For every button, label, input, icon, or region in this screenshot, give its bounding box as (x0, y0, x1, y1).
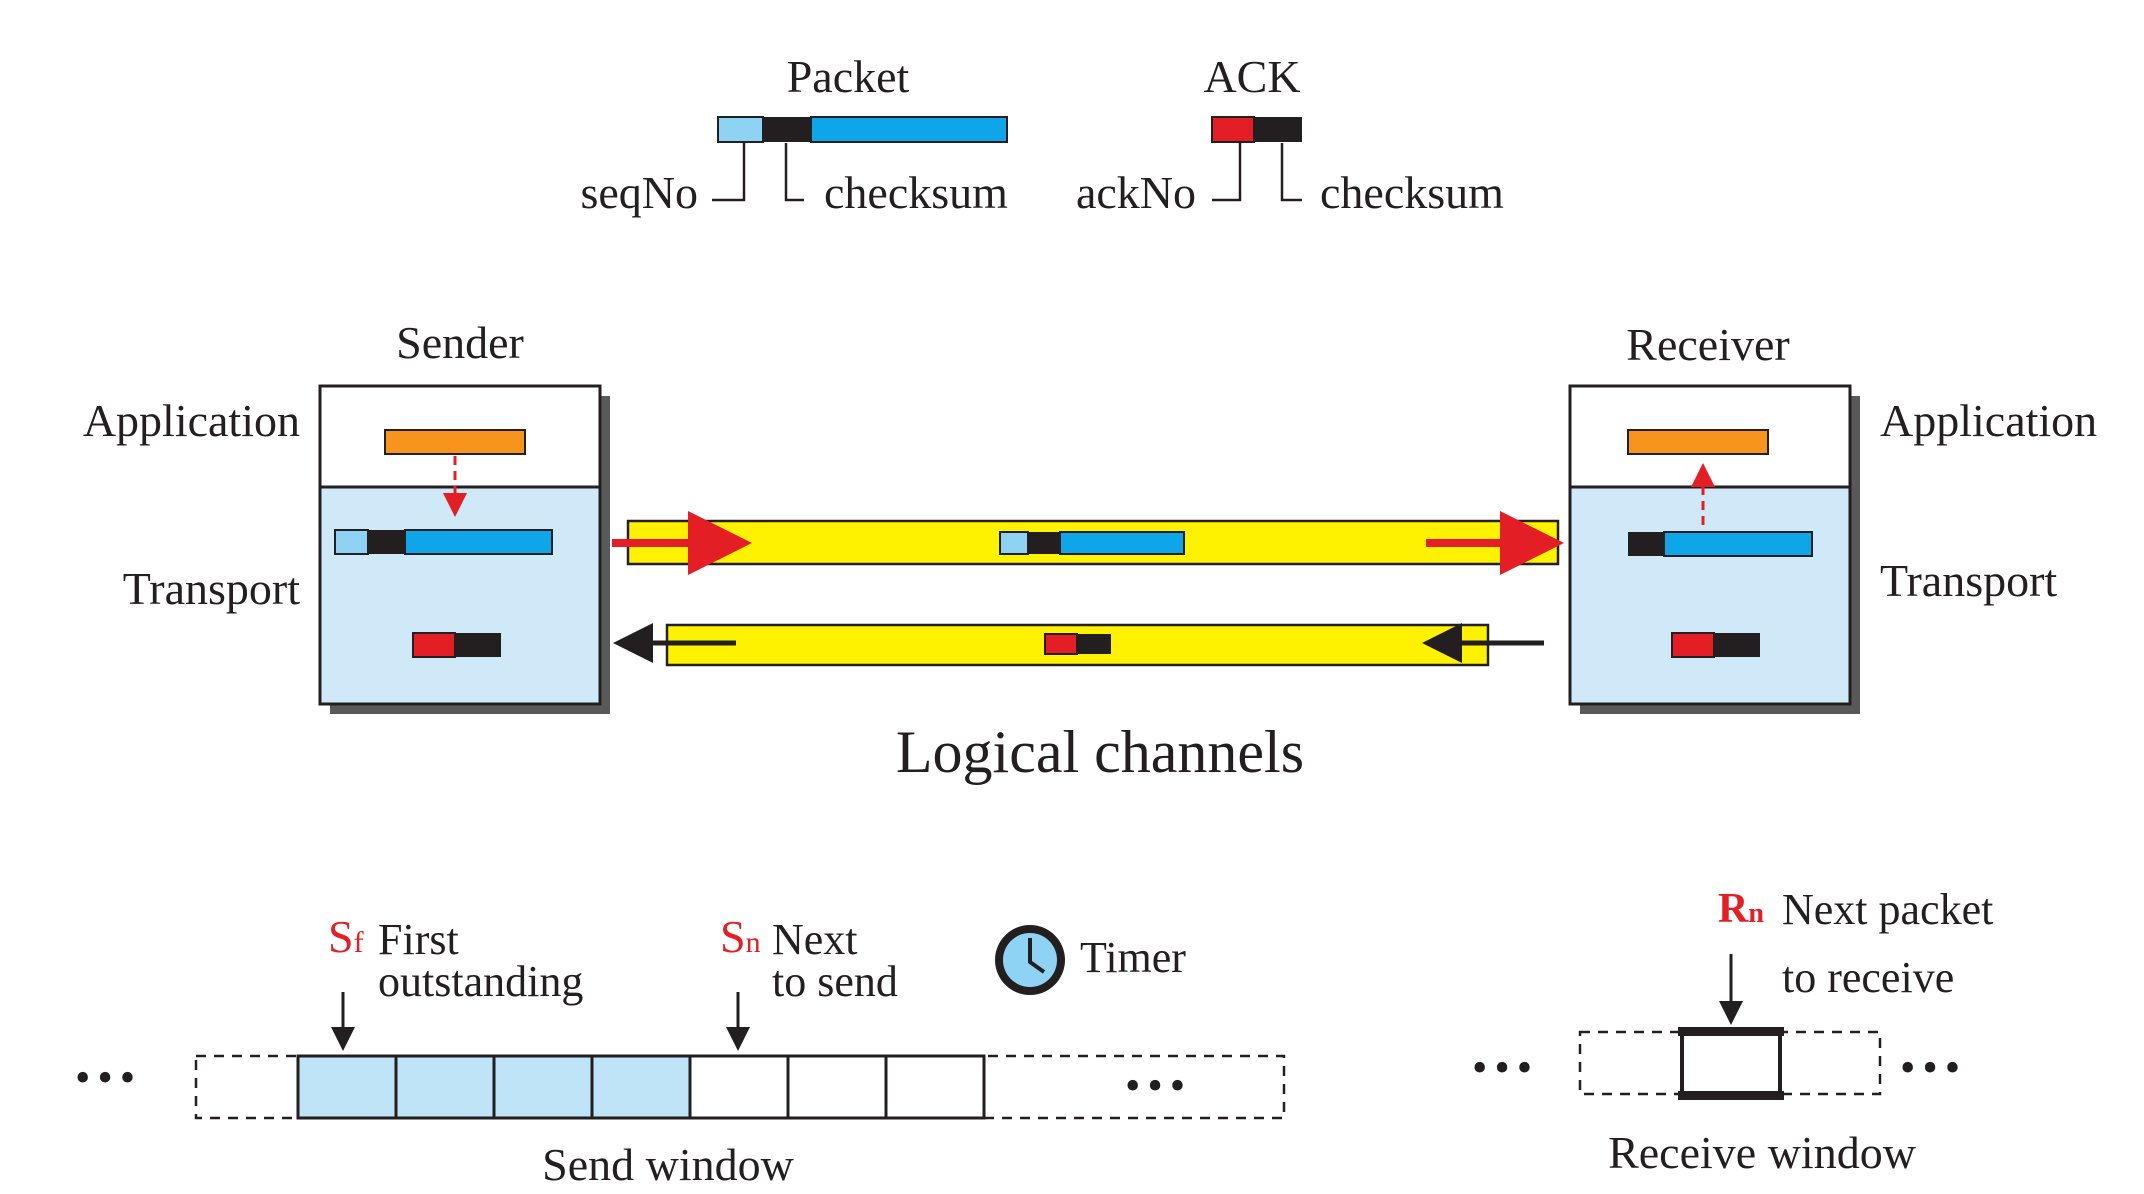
seqno-label: seqNo (580, 167, 698, 218)
receiver-transport-label: Transport (1880, 555, 2057, 606)
sf-subscript: f (354, 926, 364, 959)
channels-caption: Logical channels (896, 719, 1304, 785)
receive-window-right-ellipsis: • • • (1900, 1043, 1958, 1092)
packet-checksum-leader-line (784, 143, 804, 202)
forward-channel (612, 511, 1564, 575)
sender-transport-layer (318, 485, 602, 706)
sf-symbol: S (328, 911, 354, 962)
packet-label: Packet (787, 51, 910, 102)
reverse-channel (613, 623, 1544, 667)
send-window-right-ellipsis: • • • (1125, 1061, 1183, 1110)
ackno-leader-line (1212, 143, 1242, 202)
receive-window-caption: Receive window (1608, 1127, 1917, 1178)
send-slot-available (884, 1054, 986, 1120)
channel-ack (1044, 633, 1111, 655)
timer-icon (995, 925, 1065, 995)
receive-slot-top-edge (1678, 1027, 1784, 1036)
ack-checksum-label: checksum (1320, 167, 1504, 218)
send-slot-outstanding (590, 1054, 692, 1120)
sn-pointer-label: Sn (720, 911, 761, 962)
receiver-application-label: Application (1880, 395, 2097, 446)
seqno-leader-line (712, 143, 746, 202)
receiver-node: Receiver Application Transport (1568, 319, 2097, 714)
ack-checksum-segment (1254, 117, 1302, 142)
sf-line1: First (378, 915, 459, 964)
rn-symbol: R (1718, 886, 1749, 932)
receive-slot (1680, 1030, 1782, 1096)
ack-label: ACK (1203, 51, 1300, 102)
sender-app-data (384, 429, 526, 455)
packet-data-segment (810, 116, 1008, 143)
packet-checksum-label: checksum (824, 167, 1008, 218)
sn-line1: Next (772, 915, 858, 964)
send-slot-available (786, 1054, 888, 1120)
sender-node: Sender Application Transport (83, 317, 610, 714)
receive-window-left-ellipsis: • • • (1472, 1043, 1530, 1092)
sender-transport-label: Transport (123, 563, 300, 614)
send-window-caption: Send window (542, 1139, 795, 1190)
sf-line2: outstanding (378, 957, 583, 1006)
ackno-label: ackNo (1076, 167, 1196, 218)
send-window-left-ellipsis: • • • (75, 1053, 133, 1102)
packet-legend-bar (717, 116, 1008, 143)
rn-line1: Next packet (1782, 885, 1993, 934)
sn-line2: to send (772, 957, 898, 1006)
sn-symbol: S (720, 911, 746, 962)
receiver-packet (1628, 531, 1813, 557)
send-window-slots (296, 1054, 986, 1120)
seqno-segment (717, 116, 764, 143)
rn-line2: to receive (1782, 953, 1954, 1002)
sender-application-label: Application (83, 395, 300, 446)
rn-pointer-label: Rn (1718, 886, 1764, 932)
sf-pointer-label: Sf (328, 911, 364, 962)
send-slot-outstanding (492, 1054, 594, 1120)
receiver-app-data (1627, 429, 1769, 455)
packet-checksum-segment (763, 117, 811, 142)
timer-label: Timer (1080, 933, 1186, 982)
ack-legend-bar (1211, 116, 1302, 143)
receiver-transport-layer (1568, 485, 1852, 706)
sender-ack (412, 632, 501, 658)
ackno-segment (1211, 116, 1255, 143)
receiver-title: Receiver (1626, 319, 1789, 370)
receive-slot-bottom-edge (1678, 1091, 1784, 1100)
send-slot-available (688, 1054, 790, 1120)
receive-window: • • • • • • Receive window Rn Next packe… (1472, 885, 1993, 1178)
sender-packet (334, 529, 553, 555)
send-slot-outstanding (296, 1054, 398, 1120)
channel-packet (999, 531, 1185, 555)
rn-subscript: n (1748, 898, 1764, 929)
sn-subscript: n (746, 926, 761, 959)
legend: Packet ACK seqNo checksum ackNo checksum (580, 51, 1504, 218)
ack-checksum-leader-line (1280, 143, 1302, 202)
receiver-ack (1671, 632, 1760, 658)
send-slot-outstanding (394, 1054, 496, 1120)
send-window: • • • • • • Send window Sf First outstan… (75, 911, 1286, 1190)
sender-title: Sender (396, 317, 524, 368)
